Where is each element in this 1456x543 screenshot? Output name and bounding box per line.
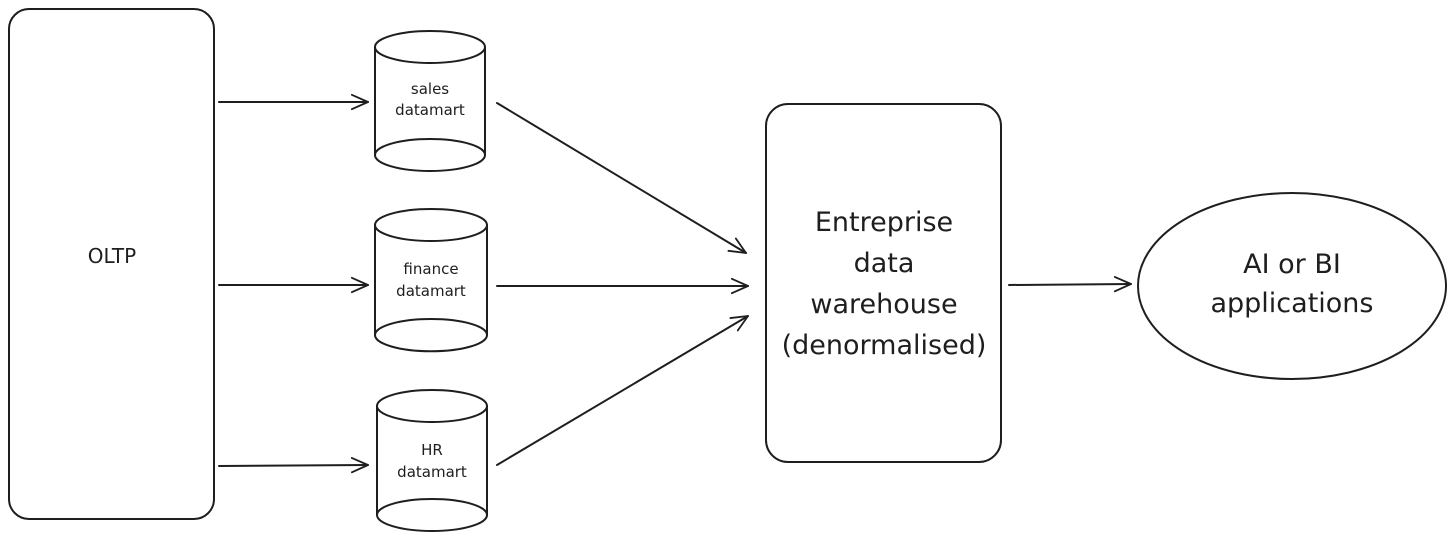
edge-sales-warehouse [496,102,747,254]
hr-datamart-label-line1: HR [421,441,443,459]
sales-datamart-node: sales datamart [374,30,486,172]
edge-warehouse-applications [1008,276,1132,293]
finance-datamart-label-line1: finance [403,260,458,278]
warehouse-label-line2: data [854,248,915,279]
warehouse-node: Entreprise data warehouse (denormalised) [765,103,1002,463]
hr-datamart-rims [376,405,488,516]
finance-datamart-label-line2: datamart [396,282,466,300]
hr-datamart-label-line2: datamart [397,463,467,481]
oltp-label: OLTP [88,244,136,268]
hr-datamart-cylinder [376,389,488,532]
warehouse-box [765,103,1002,463]
warehouse-label-line4: (denormalised) [782,330,987,361]
applications-node: AI or BI applications [1137,192,1447,380]
finance-datamart-node: finance datamart [374,208,488,353]
finance-datamart-rims [374,224,488,336]
oltp-node: OLTP [8,8,215,520]
applications-ellipse [1137,192,1447,380]
sales-datamart-label-line2: datamart [395,101,465,119]
sales-datamart-label-line1: sales [411,80,449,98]
warehouse-label-line3: warehouse [810,289,957,320]
hr-datamart-node: HR datamart [376,389,488,532]
edge-hr-warehouse [496,315,749,466]
warehouse-label-line1: Entreprise [815,207,953,238]
applications-label-line2: applications [1210,288,1373,319]
sales-datamart-rims [374,46,486,156]
oltp-box [8,8,215,520]
applications-label-line1: AI or BI [1243,249,1341,280]
edge-oltp-hr [218,457,369,474]
finance-datamart-cylinder [374,208,488,353]
